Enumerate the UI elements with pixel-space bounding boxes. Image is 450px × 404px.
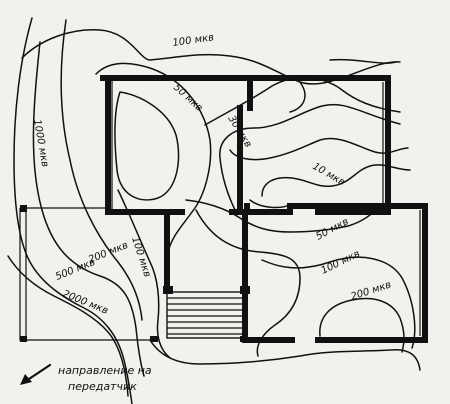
contour-2000 bbox=[7, 255, 129, 397]
contour-outer-bottom bbox=[149, 339, 421, 371]
contour-1000 bbox=[13, 17, 133, 404]
transmitter-direction: направление на передатчик bbox=[20, 363, 152, 393]
contour-500 bbox=[32, 41, 145, 377]
wall-details bbox=[19, 78, 421, 342]
contour-labels: 100 мкв 50 мкв 30 мкв 10 мкв 50 мкв 100 … bbox=[31, 32, 393, 317]
stair-wall bbox=[164, 209, 248, 293]
label-100-mid: 100 мкв bbox=[129, 236, 152, 279]
direction-text-line2: передатчик bbox=[68, 380, 137, 393]
interior-partition-upper bbox=[229, 75, 293, 215]
contour-100-right bbox=[261, 256, 416, 349]
label-100-top: 100 мкв bbox=[172, 32, 215, 49]
contour-30 bbox=[204, 76, 401, 213]
contour-200-left bbox=[60, 19, 143, 321]
upper-house-wall bbox=[100, 75, 391, 215]
label-50-right: 50 мкв bbox=[314, 216, 350, 242]
contour-10-close bbox=[249, 199, 293, 209]
direction-text-line1: направление на bbox=[58, 364, 152, 377]
contour-upper-right bbox=[289, 58, 397, 113]
contour-left-room-loop bbox=[114, 91, 180, 201]
contour-50-left bbox=[95, 62, 212, 253]
contour-100-top bbox=[21, 29, 401, 85]
contour-10 bbox=[229, 137, 411, 197]
label-50-left: 50 мкв bbox=[171, 82, 205, 114]
direction-arrow-line bbox=[24, 363, 52, 383]
direction-arrow-head bbox=[20, 374, 32, 385]
stairs bbox=[163, 286, 250, 339]
label-500: 500 мкв bbox=[54, 257, 97, 283]
contour-200-right bbox=[319, 297, 405, 353]
contour-50-right bbox=[185, 199, 379, 233]
contour-lines bbox=[7, 17, 421, 404]
veranda-outline bbox=[19, 207, 150, 341]
contour-100-mid bbox=[117, 189, 301, 359]
